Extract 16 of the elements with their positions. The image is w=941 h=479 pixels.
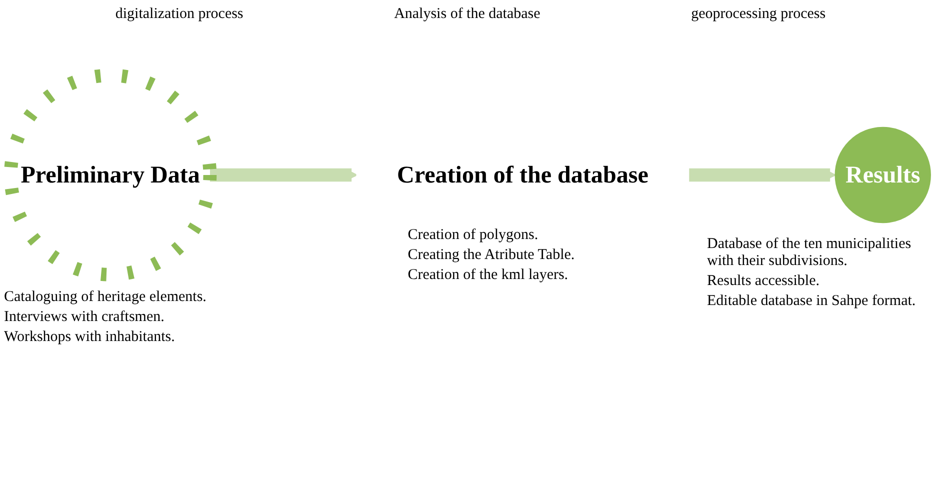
bullet-text: Creating the Atribute Table.	[408, 247, 575, 264]
bullet-text: Database of the ten municipalities with their subdivisions.	[707, 236, 912, 270]
arrow	[688, 168, 836, 182]
node-text: Creation of the database	[396, 160, 648, 188]
bullet-text: Creation of the kml layers.	[408, 267, 568, 284]
bullet-text: Interviews with craftsmen.	[4, 308, 164, 326]
process-note: digitalization process	[115, 6, 244, 24]
bullet-text: Workshops with inhabitants.	[4, 328, 175, 346]
node-circle: Preliminary Data	[4, 68, 217, 282]
process-note: Analysis of the database	[394, 6, 540, 24]
process-note: geoprocessing process	[691, 6, 826, 24]
bullet-text: Cataloguing of heritage elements.	[4, 288, 206, 306]
node-circle: Results	[834, 126, 931, 224]
bullet-text: Creation of polygons.	[408, 227, 538, 244]
bullet-text: Editable database in Sahpe format.	[707, 293, 916, 310]
bullet-text: Results accessible.	[707, 273, 820, 290]
